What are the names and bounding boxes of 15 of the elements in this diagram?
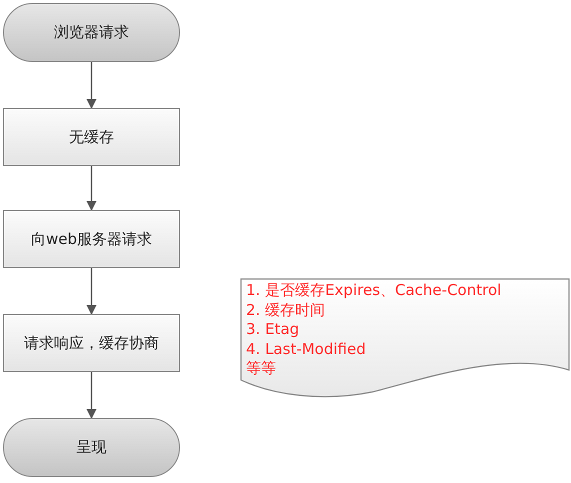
note-line: 等等 [246,359,277,378]
arrow [86,62,96,109]
note-line: 2. 缓存时间 [246,300,326,320]
process-box: 向web服务器请求 [3,210,180,268]
arrow [86,268,96,315]
arrow [86,372,96,419]
arrow [86,166,96,211]
document-shape [240,278,570,400]
note-line: 3. Etag [246,320,300,340]
terminal-pill: 浏览器请求 [3,3,180,62]
terminal-pill: 呈现 [3,418,180,477]
process-box: 请求响应，缓存协商 [3,314,180,372]
process-box: 无缓存 [3,108,180,166]
note-line: 4. Last-Modified [246,340,367,359]
note-line: 1. 是否缓存Expires、Cache-Control [246,281,502,300]
